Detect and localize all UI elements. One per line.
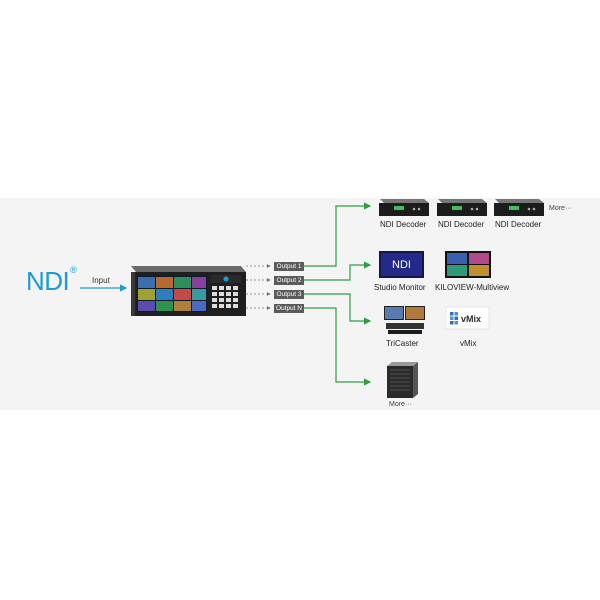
ndi-decoder-1-label: NDI Decoder [380,220,427,229]
vmix-logo-image: vMix [445,306,490,330]
input-label: Input [92,276,110,285]
ndi-decoder-device-2 [437,199,487,216]
ndi-decoder-2-label: NDI Decoder [438,220,485,229]
ndi-logo-text: NDI [26,266,70,296]
distribution-arrows [304,202,372,386]
server-rack-image [387,362,418,398]
registered-mark: ® [70,265,77,275]
vmix-label: vMix [460,339,477,348]
output-n-tag: Output N [274,304,304,313]
tricaster-workstation-image [384,306,425,334]
decoder-more-label: More··· [549,205,572,212]
ndi-decoder-device-1 [379,199,429,216]
encoder-device [131,266,246,316]
ndi-decoder-3-label: NDI Decoder [495,220,542,229]
studio-monitor-image: NDI [379,251,424,278]
output-2-tag: Output 2 [274,276,304,285]
tricaster-label: TriCaster [386,339,419,348]
ndi-logo: NDI® [26,265,77,296]
ndi-decoder-device-3 [494,199,544,216]
vmix-logo-text: vMix [461,314,481,324]
studio-monitor-screen-text: NDI [392,259,411,271]
server-more-label: More··· [389,401,412,408]
kiloview-multiview-label: KILOVIEW-Multiview [435,283,510,292]
studio-monitor-label: Studio Monitor [374,283,426,292]
kiloview-multiview-image [445,251,491,278]
output-1-tag: Output 1 [274,262,304,271]
output-3-tag: Output 3 [274,290,304,299]
output-connectors [246,264,271,310]
